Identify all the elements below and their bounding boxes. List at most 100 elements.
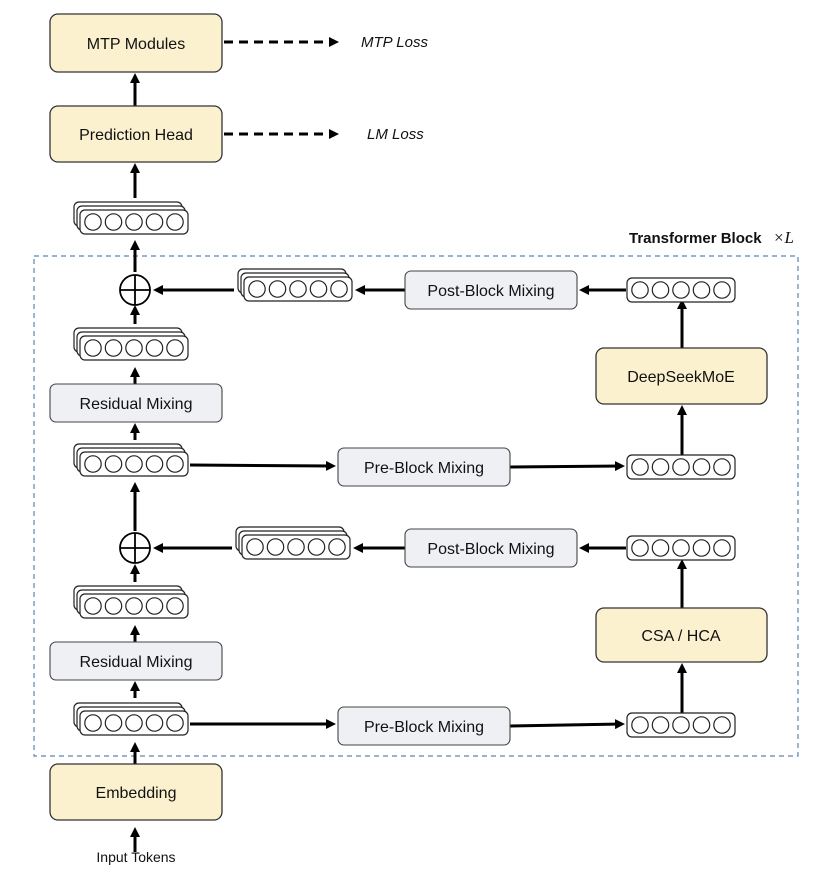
post-block-mixing-lower-label: Post-Block Mixing [427, 541, 554, 558]
input-tokens-label: Input Tokens [96, 849, 175, 865]
stream-stack-after-residual-upper [73, 327, 189, 361]
vector-element [651, 539, 670, 557]
lm-loss-label: LM Loss [367, 126, 424, 143]
vector-element [145, 339, 164, 357]
vector-element [713, 458, 731, 476]
vector-element [692, 281, 711, 299]
vector-element [145, 714, 164, 732]
vector-element [713, 539, 731, 557]
stream-stack-after-residual-lower [73, 585, 189, 619]
vector-element [330, 280, 348, 298]
post-block-mixing-upper-box [404, 270, 578, 310]
vector-element [268, 280, 287, 298]
arrow-preblock-upper-to-vector [509, 461, 625, 472]
vector-element [631, 716, 649, 734]
vector-element [104, 213, 123, 231]
vector-element [145, 455, 164, 473]
attention-input-vector [626, 712, 736, 738]
pre-block-mixing-lower-label: Pre-Block Mixing [364, 719, 484, 736]
transformer-block-title: Transformer Block [629, 230, 762, 247]
vector-element [125, 597, 143, 615]
pre-block-mixing-upper-label: Pre-Block Mixing [364, 460, 484, 477]
vector-element [84, 339, 102, 357]
vector-element [672, 281, 690, 299]
vector-element [246, 538, 264, 556]
mtp-modules-box [49, 13, 223, 73]
vector-element [104, 455, 123, 473]
vector-element [651, 281, 670, 299]
vector-element [104, 339, 123, 357]
vector-element [651, 716, 670, 734]
prediction-head-box [49, 105, 223, 163]
vector-element [692, 458, 711, 476]
pre-block-mixing-lower-box [337, 706, 511, 746]
vector-element [692, 539, 711, 557]
pre-block-mixing-upper-box [337, 447, 511, 487]
prediction-head-label: Prediction Head [79, 127, 193, 144]
post-block-output-stack-upper [237, 268, 353, 302]
residual-mixing-upper-box [49, 383, 223, 423]
vector-element [166, 597, 184, 615]
vector-element [84, 597, 102, 615]
vector-element [125, 714, 143, 732]
csa-hca-label: CSA / HCA [641, 628, 720, 645]
residual-mixing-lower-label: Residual Mixing [80, 654, 193, 671]
moe-output-vector [626, 277, 736, 303]
vector-element [266, 538, 285, 556]
residual-mixing-upper-label: Residual Mixing [80, 396, 193, 413]
vector-element [651, 458, 670, 476]
vector-element [631, 458, 649, 476]
vector-element [84, 455, 102, 473]
mtp-modules-label: MTP Modules [87, 36, 185, 53]
vector-element [713, 281, 731, 299]
vector-element [145, 213, 164, 231]
stream-stack-layer-lower-input [73, 702, 189, 736]
vector-element [166, 455, 184, 473]
csa-hca-box [595, 607, 768, 663]
vector-element [166, 339, 184, 357]
vector-element [672, 458, 690, 476]
vector-element [307, 538, 326, 556]
embedding-label: Embedding [96, 785, 177, 802]
moe-input-vector [626, 454, 736, 480]
vector-element [166, 213, 184, 231]
vector-element [631, 281, 649, 299]
vector-element [289, 280, 307, 298]
arrow-preblock-lower-to-vector [509, 719, 625, 730]
post-block-output-stack-lower [235, 526, 351, 560]
vector-element [104, 597, 123, 615]
vector-element [125, 213, 143, 231]
vector-element [672, 539, 690, 557]
vector-element [631, 539, 649, 557]
post-block-mixing-lower-box [404, 528, 578, 568]
deepseekmoe-box [595, 347, 768, 405]
mtp-loss-label: MTP Loss [361, 34, 428, 51]
attention-output-vector [626, 535, 736, 561]
arrow-stream-to-preblock-upper [189, 460, 336, 471]
vector-element [248, 280, 266, 298]
vector-element [166, 714, 184, 732]
post-block-mixing-upper-label: Post-Block Mixing [427, 283, 554, 300]
deepseekmoe-label: DeepSeekMoE [627, 369, 735, 386]
vector-element [84, 213, 102, 231]
vector-element [84, 714, 102, 732]
vector-element [145, 597, 164, 615]
vector-element [328, 538, 346, 556]
add-node-lower [119, 532, 151, 564]
stream-stack-top [73, 201, 189, 235]
add-node-upper [119, 274, 151, 306]
vector-element [125, 339, 143, 357]
vector-element [692, 716, 711, 734]
vector-element [672, 716, 690, 734]
embedding-box [49, 763, 223, 821]
transformer-block-repeat: ×L [773, 228, 794, 247]
stream-stack-layer-upper-input [73, 443, 189, 477]
residual-mixing-lower-box [49, 641, 223, 681]
transformer-block-frame [33, 255, 799, 757]
vector-element [125, 455, 143, 473]
vector-element [287, 538, 305, 556]
vector-element [713, 716, 731, 734]
vector-element [309, 280, 328, 298]
vector-element [104, 714, 123, 732]
